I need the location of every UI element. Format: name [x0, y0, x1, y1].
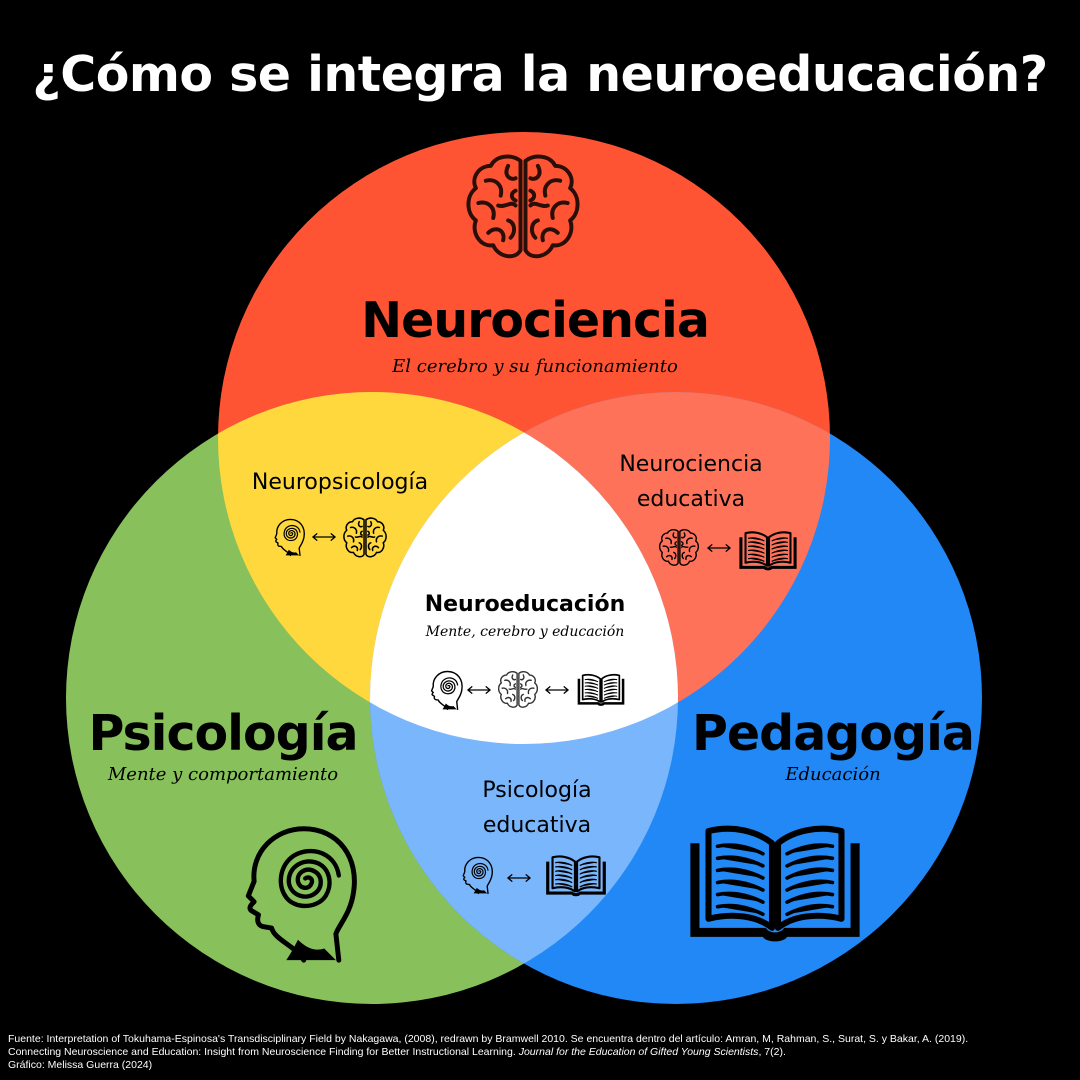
- neuropsicologia-label: Neuropsicología: [251, 470, 429, 495]
- neurociencia-educativa-line2: educativa: [636, 487, 746, 512]
- psicologia-subtitle: Mente y comportamiento: [107, 764, 339, 785]
- overlap-neuroeducacion: [370, 392, 678, 744]
- neuroeducacion-subtitle: Mente, cerebro y educación: [425, 624, 625, 640]
- psicologia-educativa-line1: Psicología: [482, 778, 592, 803]
- footer-journal: Journal for the Education of Gifted Youn…: [518, 1046, 759, 1058]
- neuroeducacion-title: Neuroeducación: [424, 592, 626, 617]
- footer-credits: Fuente: Interpretation of Tokuhama-Espin…: [8, 1033, 1078, 1072]
- psicologia-educativa-label: Psicología educativa: [412, 773, 662, 843]
- neurociencia-subtitle: El cerebro y su funcionamiento: [392, 356, 678, 377]
- neurociencia-title: Neurociencia: [361, 292, 710, 349]
- psicologia-educativa-line2: educativa: [482, 813, 592, 838]
- psicologia-title: Psicología: [88, 705, 358, 762]
- pedagogia-subtitle: Educación: [785, 764, 881, 785]
- pedagogia-title: Pedagogía: [692, 705, 975, 762]
- page-title: ¿Cómo se integra la neuroeducación?: [32, 46, 1048, 103]
- neurociencia-educativa-label: Neurociencia educativa: [576, 447, 806, 517]
- footer-volume: , 7(2).: [758, 1046, 786, 1058]
- footer-source-line1: Fuente: Interpretation of Tokuhama-Espin…: [8, 1033, 969, 1045]
- neurociencia-educativa-line1: Neurociencia: [619, 452, 763, 477]
- footer-graphic-credit: Gráfico: Melissa Guerra (2024): [8, 1059, 153, 1071]
- footer-source-line2: Connecting Neuroscience and Education: I…: [8, 1046, 1078, 1059]
- footer-article-title: Connecting Neuroscience and Education: I…: [8, 1046, 516, 1058]
